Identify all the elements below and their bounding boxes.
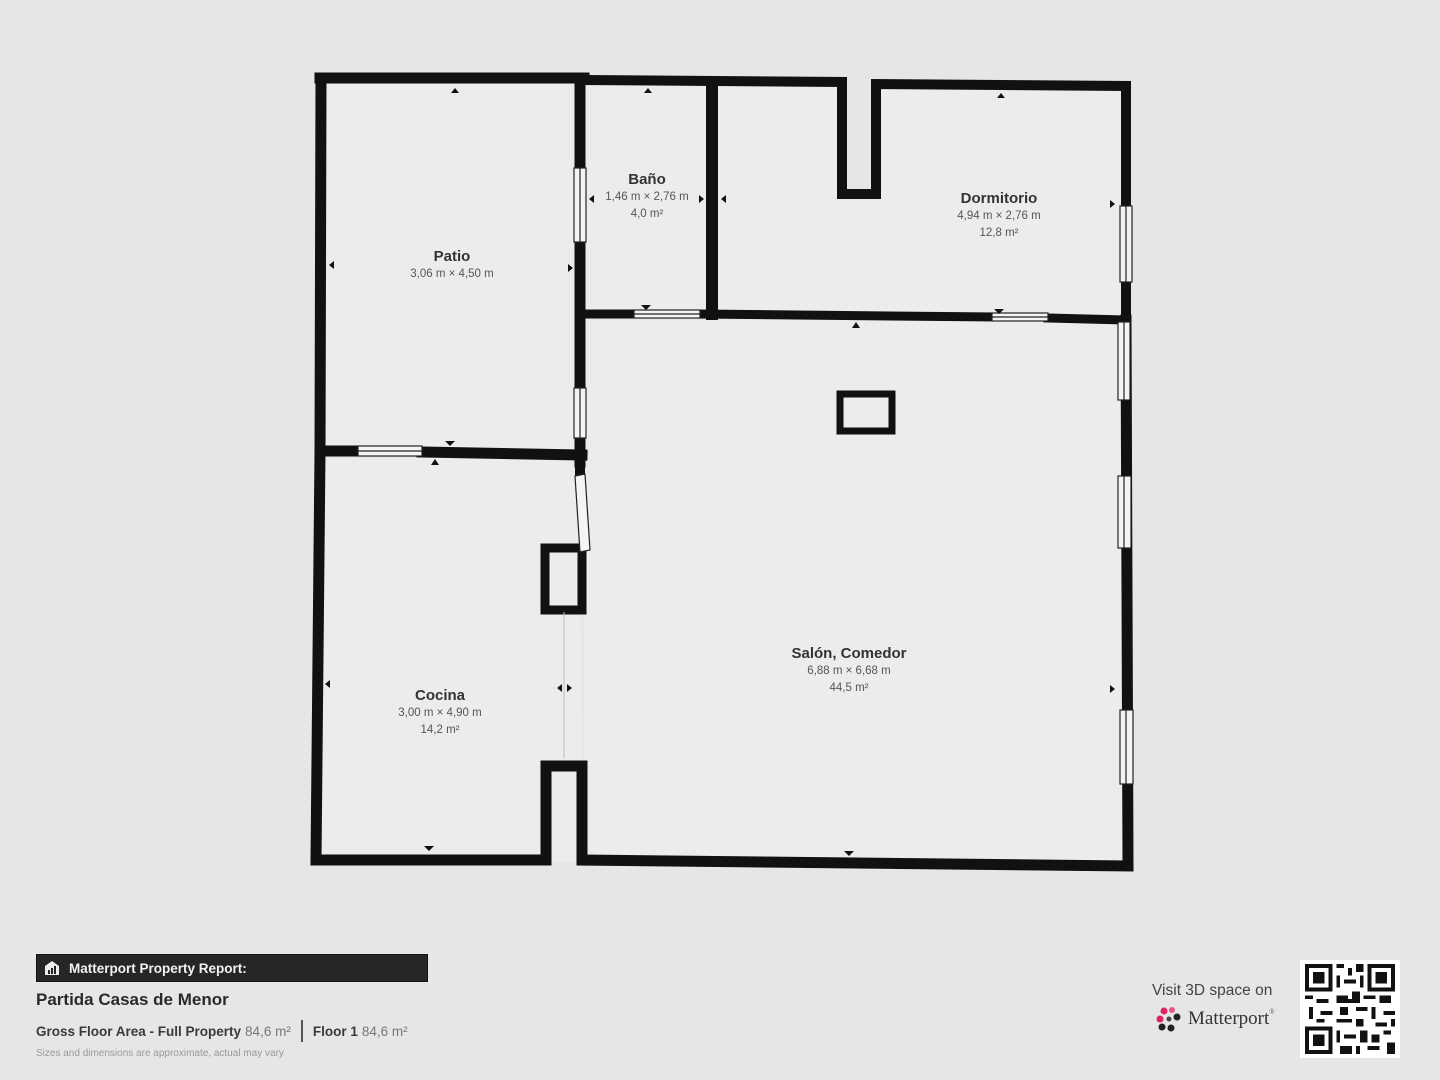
room-dimensions: 3,00 m × 4,90 m [398,707,482,719]
room-label: Dormitorio 4,94 m × 2,76 m 12,8 m² [957,190,1040,242]
walls [310,72,1134,872]
room-name: Cocina [414,687,466,704]
floor-fills [316,84,1124,862]
report-header-bar: Matterport Property Report: [36,954,428,982]
matterport-logo-icon [1156,1007,1181,1032]
room-label: Salón, Comedor 6,88 m × 6,68 m 44,5 m² [791,645,906,697]
matterport-logo[interactable]: Matterport® [1156,1006,1275,1032]
qr-code[interactable] [1300,960,1400,1058]
gross-area-value: 84,6 m² [245,1023,291,1039]
floor-area-value: 84,6 m² [361,1023,408,1039]
room-label: Patio 3,06 m × 4,50 m [410,248,493,283]
room-dimensions: 6,88 m × 6,68 m [807,665,891,677]
disclaimer: Sizes and dimensions are approximate, ac… [36,1048,284,1059]
gross-area-label: Gross Floor Area - Full Property [36,1023,242,1039]
visit-3d-text: Visit 3D space on [1152,982,1273,999]
room-dimensions: 4,94 m × 2,76 m [957,210,1041,222]
room-dimensions: 3,06 m × 4,50 m [410,268,494,280]
divider [300,1020,303,1042]
dimension-markers [325,88,1115,856]
floor-area-label: Floor 1 [312,1023,358,1039]
report-title: Matterport Property Report: [69,960,247,976]
room-area: 12,8 m² [979,227,1019,239]
room-name: Salón, Comedor [791,645,907,662]
room-label: Cocina 3,00 m × 4,90 m 14,2 m² [398,687,481,739]
floor-area-summary: Gross Floor Area - Full Property 84,6 m²… [36,1020,408,1042]
room-area: 14,2 m² [420,724,460,736]
windows [357,167,1134,785]
building-chart-icon [45,961,59,975]
room-name: Patio [433,248,471,265]
room-name: Dormitorio [960,190,1038,207]
room-label: Baño 1,46 m × 2,76 m 4,0 m² [605,171,688,223]
matterport-wordmark: Matterport [1188,1008,1270,1029]
property-name: Partida Casas de Menor [36,990,229,1009]
room-dimensions: 1,46 m × 2,76 m [605,191,689,203]
room-name: Baño [628,171,666,188]
floor-plan [310,72,1134,872]
room-area: 44,5 m² [829,682,869,694]
room-area: 4,0 m² [630,208,664,220]
